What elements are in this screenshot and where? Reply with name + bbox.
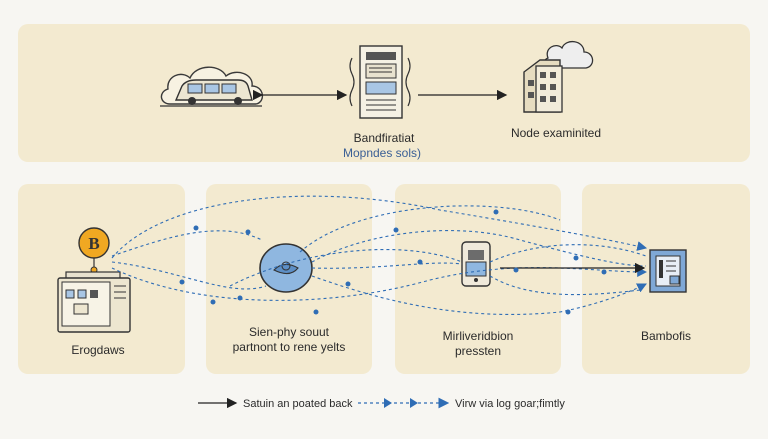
- building-cloud-icon: [523, 41, 594, 113]
- panel-3-line-1: Mirliveridbion: [442, 329, 514, 343]
- device-icon: [461, 241, 491, 287]
- coin-letter: B: [88, 234, 99, 253]
- legend-dashed-mid-arrow-2: [410, 398, 418, 408]
- panel-2-line-2: partnont to rene yelts: [232, 340, 346, 354]
- server-tower-icon: [349, 45, 411, 119]
- flow-dots: [179, 209, 607, 315]
- legend-dashed-label: Virw via log goar;fimtly: [455, 398, 565, 410]
- top-right-label: Node examinited: [510, 126, 602, 140]
- vehicle-cloud-icon: [160, 66, 263, 107]
- legend-solid-label: Satuin an poated back: [243, 398, 353, 410]
- top-center-subtitle: Mopndes sols): [342, 146, 422, 160]
- flow-lines: [111, 195, 648, 315]
- top-center-title: Bandfiratiat: [353, 131, 415, 145]
- machine-icon: [57, 271, 131, 333]
- panel-4-label: Bambofis: [640, 329, 692, 343]
- panel-1-label: Erogdaws: [71, 343, 125, 357]
- capsule-icon: [259, 243, 313, 293]
- panel-3-line-2: pressten: [454, 344, 502, 358]
- document-icon: [649, 249, 687, 293]
- legend-dashed-mid-arrow: [384, 398, 392, 408]
- panel-2-line-1: Sien-phy souut: [248, 325, 330, 339]
